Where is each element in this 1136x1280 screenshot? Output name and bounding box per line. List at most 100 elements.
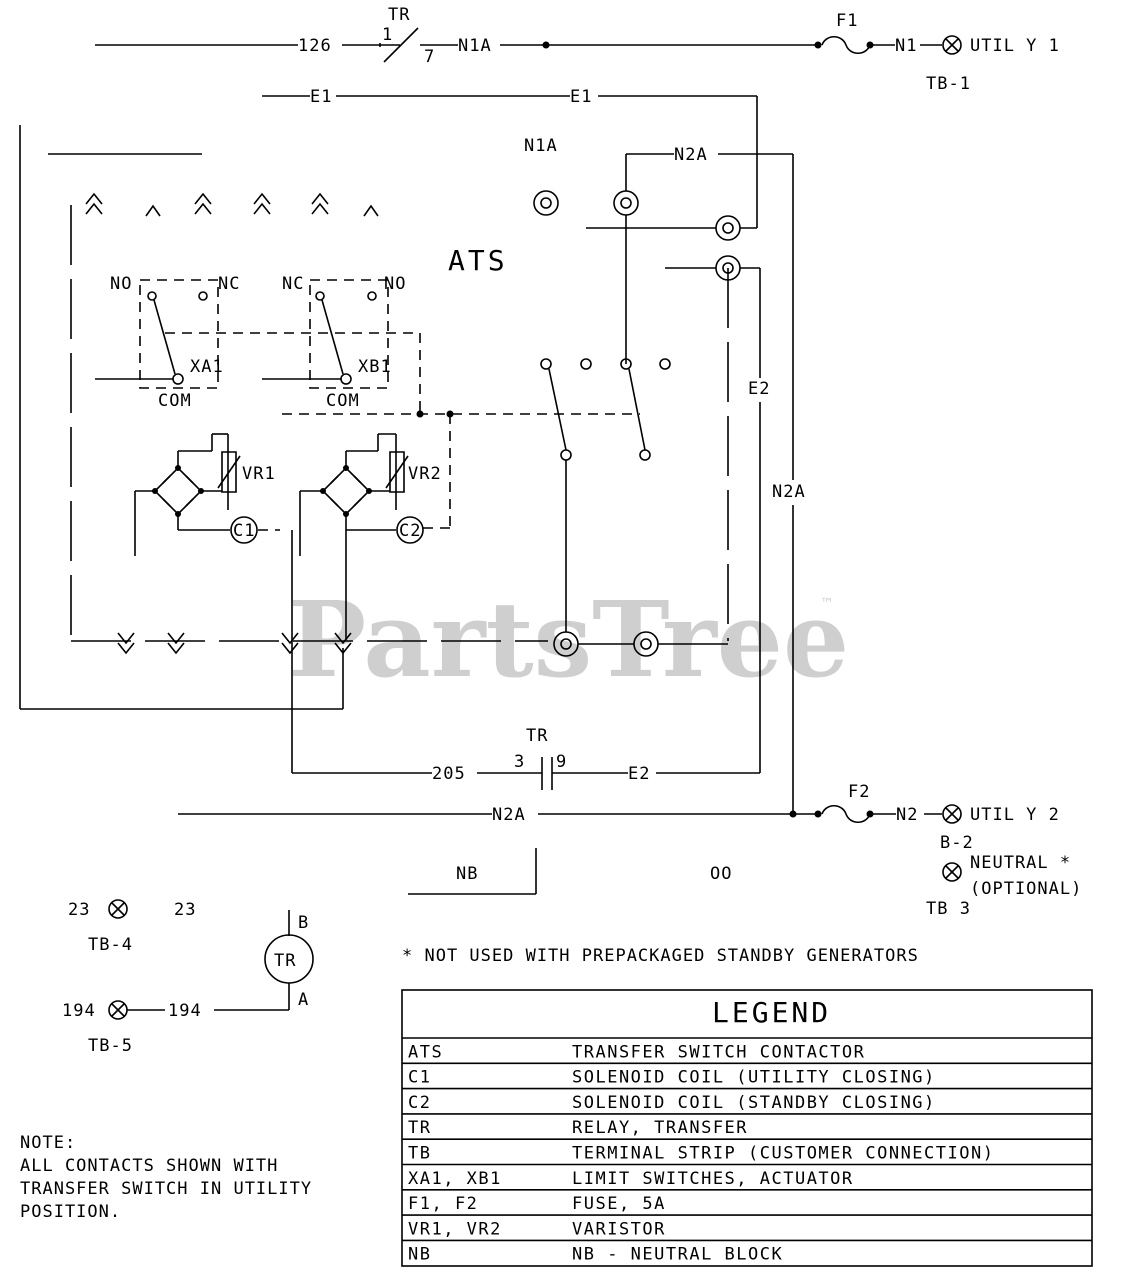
tr-relay-coil: B TR A bbox=[214, 910, 314, 1011]
legend-row-description: FUSE, 5A bbox=[572, 1194, 666, 1214]
tr-contact-3-9: 205 TR 3 9 E2 bbox=[292, 726, 760, 790]
watermark-trademark: ™ bbox=[820, 596, 834, 612]
utility-1-label: UTIL Y 1 bbox=[970, 36, 1060, 56]
wire-n2-label: N2 bbox=[896, 805, 918, 825]
xa1-label: XA1 bbox=[190, 357, 224, 377]
outer-frame-left bbox=[19, 125, 344, 710]
legend-row-description: LIMIT SWITCHES, ACTUATOR bbox=[572, 1169, 854, 1189]
tr-contact-1-label: 1 bbox=[382, 25, 393, 45]
tb4-terminal-23-right: 23 bbox=[174, 900, 196, 920]
xa1-com-label: COM bbox=[158, 391, 192, 411]
tr-contact-9-label: 9 bbox=[556, 752, 567, 772]
wire-e1-left-label: E1 bbox=[310, 87, 332, 107]
tr-contact-1-7 bbox=[383, 27, 419, 63]
note-block: NOTE: ALL CONTACTS SHOWN WITH TRANSFER S… bbox=[20, 1133, 312, 1222]
wire-n2a-top-label: N2A bbox=[674, 145, 708, 165]
neutral-label: NEUTRAL * bbox=[970, 853, 1071, 873]
oo-label: OO bbox=[710, 864, 732, 884]
legend-row-code: TR bbox=[408, 1118, 431, 1138]
tr-coil-label: TR bbox=[274, 951, 296, 971]
legend-row-description: TERMINAL STRIP (CUSTOMER CONNECTION) bbox=[572, 1144, 994, 1164]
xb1-label: XB1 bbox=[358, 357, 392, 377]
xb1-nc-label: NC bbox=[282, 274, 304, 294]
legend-row-description: RELAY, TRANSFER bbox=[572, 1118, 748, 1138]
wire-n1-label: N1 bbox=[895, 36, 917, 56]
xa1-nc-label: NC bbox=[218, 274, 240, 294]
terminal-tb-5: 194 194 TB-5 bbox=[62, 1000, 202, 1056]
c1-label: C1 bbox=[233, 521, 255, 541]
limit-switch-xa1: NO NC XA1 COM bbox=[95, 274, 240, 411]
note-title: NOTE: bbox=[20, 1133, 76, 1153]
ats-terminals-top: N1A N2A N2A E2 bbox=[524, 136, 806, 814]
wire-e1-right-label: E1 bbox=[570, 87, 592, 107]
bridge-rectifier-vr2: VR2 C2 bbox=[299, 433, 442, 640]
utility-2-line: N2A F2 N2 UTIL Y 2 B-2 NEUTRAL * (OPTION… bbox=[178, 782, 1082, 919]
note-line-3: POSITION. bbox=[20, 1202, 121, 1222]
note-line-2: TRANSFER SWITCH IN UTILITY bbox=[20, 1179, 312, 1199]
tr-coil-a-label: A bbox=[298, 990, 309, 1010]
legend-row-code: F1, F2 bbox=[408, 1194, 478, 1214]
fuse-f1-symbol bbox=[821, 35, 871, 55]
ats-contacts bbox=[540, 358, 728, 657]
bottom-connectors bbox=[117, 530, 352, 773]
legend-title: LEGEND bbox=[712, 996, 831, 1029]
fuse-f2-label: F2 bbox=[848, 782, 870, 802]
n1a-terminal-label: N1A bbox=[524, 136, 558, 156]
xb1-com-label: COM bbox=[326, 391, 360, 411]
tb-5-label: TB-5 bbox=[88, 1036, 133, 1056]
wire-n2a-bottom-label: N2A bbox=[492, 805, 526, 825]
legend-row-code: C1 bbox=[408, 1068, 431, 1088]
utility-1-line: 126 TR 1 7 N1A F1 N1 UTIL Y 1 TB-1 bbox=[95, 5, 1060, 94]
tr-top-label: TR bbox=[388, 5, 410, 25]
tb4-terminal-23-left: 23 bbox=[68, 900, 90, 920]
tb5-terminal-194-left: 194 bbox=[62, 1001, 96, 1021]
limit-switch-xb1: NC NO XB1 COM bbox=[262, 274, 406, 411]
optional-label: (OPTIONAL) bbox=[970, 879, 1082, 899]
vr1-label: VR1 bbox=[242, 464, 276, 484]
tb5-terminal-194-right: 194 bbox=[168, 1001, 202, 1021]
neutral-block: NB OO bbox=[408, 848, 732, 895]
wire-e2-bottom-label: E2 bbox=[628, 764, 650, 784]
tb-3-label: TB 3 bbox=[926, 899, 971, 919]
legend-row-code: XA1, XB1 bbox=[408, 1169, 502, 1189]
utility-2-label: UTIL Y 2 bbox=[970, 805, 1060, 825]
legend-row-code: ATS bbox=[408, 1042, 443, 1062]
fuse-f2-symbol bbox=[821, 804, 871, 824]
legend-row-description: SOLENOID COIL (UTILITY CLOSING) bbox=[572, 1068, 936, 1088]
legend-row-description: VARISTOR bbox=[572, 1219, 666, 1239]
legend-row-description: SOLENOID COIL (STANDBY CLOSING) bbox=[572, 1093, 936, 1113]
wire-205-label: 205 bbox=[432, 764, 466, 784]
c2-label: C2 bbox=[399, 521, 421, 541]
xa1-no-label: NO bbox=[110, 274, 132, 294]
legend-row-description: NB - NEUTRAL BLOCK bbox=[572, 1245, 783, 1265]
ats-enclosure: ATS bbox=[70, 205, 729, 642]
tr-mid-label: TR bbox=[526, 726, 548, 746]
top-connectors bbox=[85, 192, 379, 217]
bridge-rectifier-vr1: VR1 C1 bbox=[134, 433, 276, 556]
nb-label: NB bbox=[456, 864, 478, 884]
mechanical-linkage bbox=[165, 332, 640, 531]
wire-e2-vert-label: E2 bbox=[748, 379, 770, 399]
wire-n2a-vert-label: N2A bbox=[772, 482, 806, 502]
tb-4-label: TB-4 bbox=[88, 935, 133, 955]
wire-126-label: 126 bbox=[298, 36, 332, 56]
legend-row-code: C2 bbox=[408, 1093, 431, 1113]
legend-row-code: NB bbox=[408, 1245, 431, 1265]
xb1-no-label: NO bbox=[384, 274, 406, 294]
tr-coil-b-label: B bbox=[298, 913, 309, 933]
tr-contact-3-label: 3 bbox=[514, 752, 525, 772]
e1-line: E1 E1 bbox=[262, 87, 758, 229]
note-line-1: ALL CONTACTS SHOWN WITH bbox=[20, 1156, 278, 1176]
footnote-not-used: * NOT USED WITH PREPACKAGED STANDBY GENE… bbox=[402, 946, 919, 966]
wire-n1a-label: N1A bbox=[458, 36, 492, 56]
fuse-f1-label: F1 bbox=[836, 11, 858, 31]
legend-row-code: TB bbox=[408, 1144, 431, 1164]
vr2-label: VR2 bbox=[408, 464, 442, 484]
legend-row-description: TRANSFER SWITCH CONTACTOR bbox=[572, 1042, 865, 1062]
b-2-label: B-2 bbox=[940, 833, 974, 853]
tb-1-label: TB-1 bbox=[926, 74, 971, 94]
ats-label: ATS bbox=[448, 244, 508, 277]
legend-row-code: VR1, VR2 bbox=[408, 1219, 502, 1239]
tr-contact-7-label: 7 bbox=[424, 47, 435, 67]
